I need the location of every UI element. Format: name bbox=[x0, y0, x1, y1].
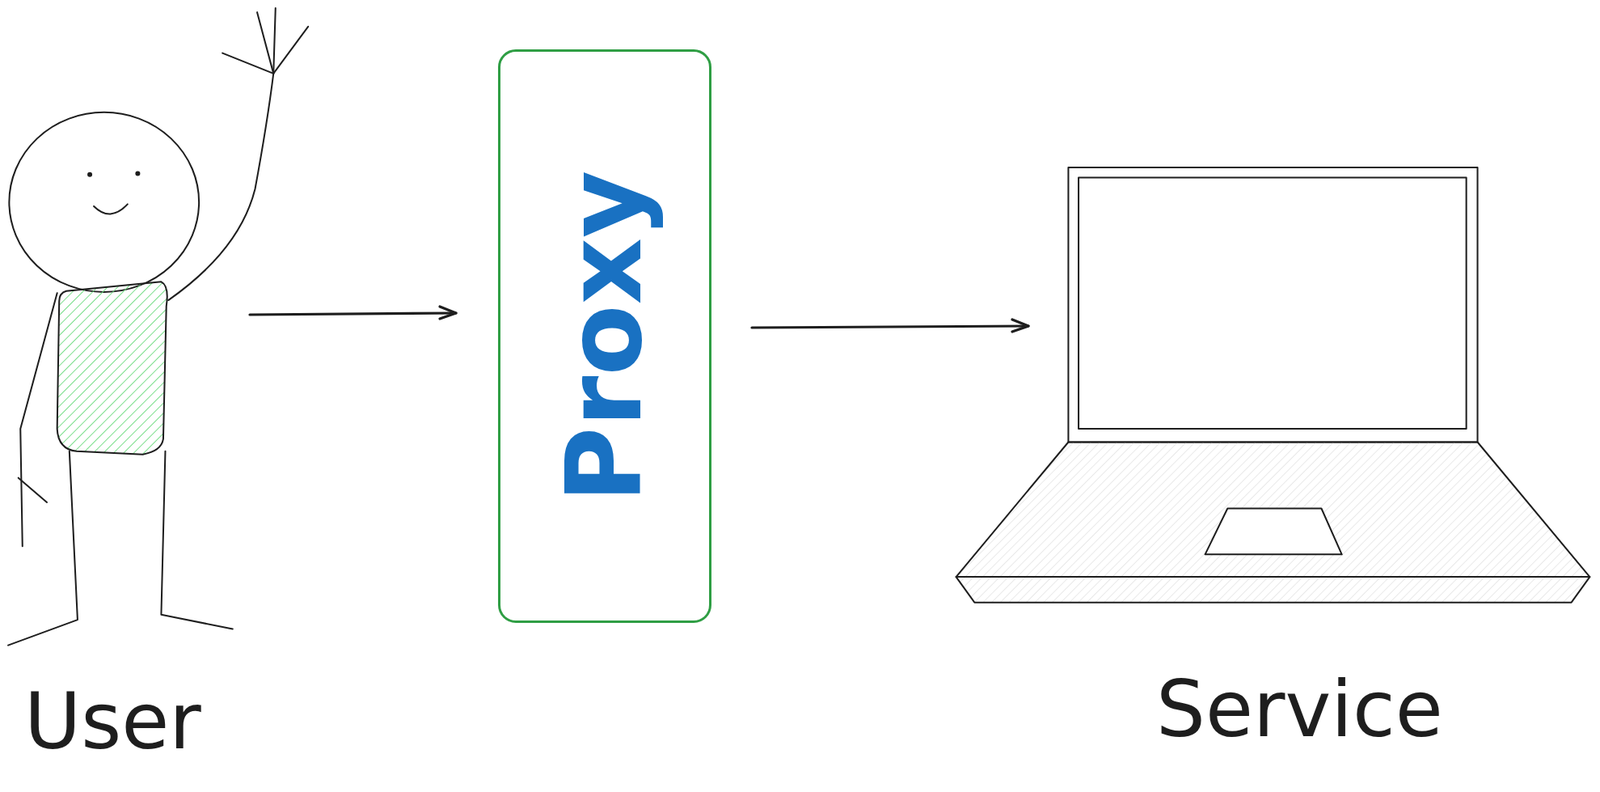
node-label: Service bbox=[1156, 670, 1444, 748]
flow-arrow bbox=[751, 319, 1029, 332]
arrow-head bbox=[1012, 319, 1029, 332]
laptop-illustration bbox=[956, 167, 1591, 603]
stick-figure bbox=[8, 8, 309, 646]
flow-arrow bbox=[249, 306, 456, 319]
proxy-box: Proxy bbox=[498, 49, 712, 623]
arrow-line bbox=[751, 325, 1029, 328]
arrow-line bbox=[249, 312, 456, 315]
node-label: User bbox=[24, 682, 202, 760]
user-actor: User bbox=[8, 8, 235, 760]
arrow-head bbox=[439, 306, 456, 319]
service-laptop: Service bbox=[1068, 165, 1478, 748]
node-label: Proxy bbox=[553, 169, 657, 503]
